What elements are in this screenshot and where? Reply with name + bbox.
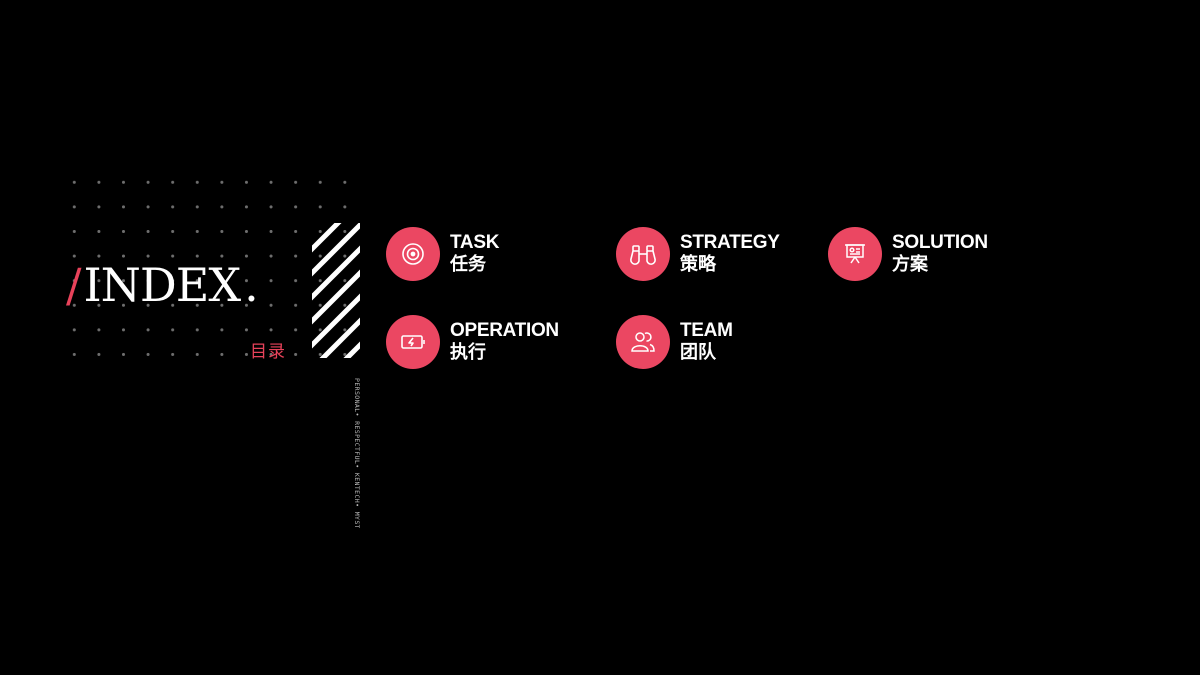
page-subtitle: 目录 bbox=[250, 342, 286, 362]
menu-item-label-en: TASK bbox=[450, 232, 500, 253]
menu-item-operation[interactable]: OPERATION 执行 bbox=[386, 315, 559, 369]
presentation-board-icon bbox=[828, 227, 882, 281]
menu-item-label-cn: 任务 bbox=[450, 254, 486, 275]
menu-item-label-en: OPERATION bbox=[450, 320, 559, 341]
title-dot: . bbox=[244, 258, 259, 312]
vertical-caption: PERSONAL• RESPECTFUL• KENTECH• MYSTERY• bbox=[353, 378, 361, 528]
menu-item-label-cn: 方案 bbox=[892, 254, 928, 275]
users-icon bbox=[616, 315, 670, 369]
menu-item-strategy[interactable]: STRATEGY 策略 bbox=[616, 227, 780, 281]
menu-item-label-en: TEAM bbox=[680, 320, 733, 341]
menu-item-label-cn: 团队 bbox=[680, 342, 716, 363]
menu-item-label-en: SOLUTION bbox=[892, 232, 988, 253]
page-title: /INDEX. bbox=[66, 262, 259, 308]
menu-item-team[interactable]: TEAM 团队 bbox=[616, 315, 733, 369]
title-text: INDEX bbox=[83, 258, 242, 312]
target-icon bbox=[386, 227, 440, 281]
menu-item-task[interactable]: TASK 任务 bbox=[386, 227, 499, 281]
battery-charging-icon bbox=[386, 315, 440, 369]
menu-item-label-en: STRATEGY bbox=[680, 232, 780, 253]
title-slash: / bbox=[66, 258, 81, 312]
menu-item-solution[interactable]: SOLUTION 方案 bbox=[828, 227, 988, 281]
diagonal-stripes-decoration bbox=[312, 223, 360, 358]
menu-item-label-cn: 策略 bbox=[680, 254, 716, 275]
menu-item-label-cn: 执行 bbox=[450, 342, 486, 363]
binoculars-icon bbox=[616, 227, 670, 281]
